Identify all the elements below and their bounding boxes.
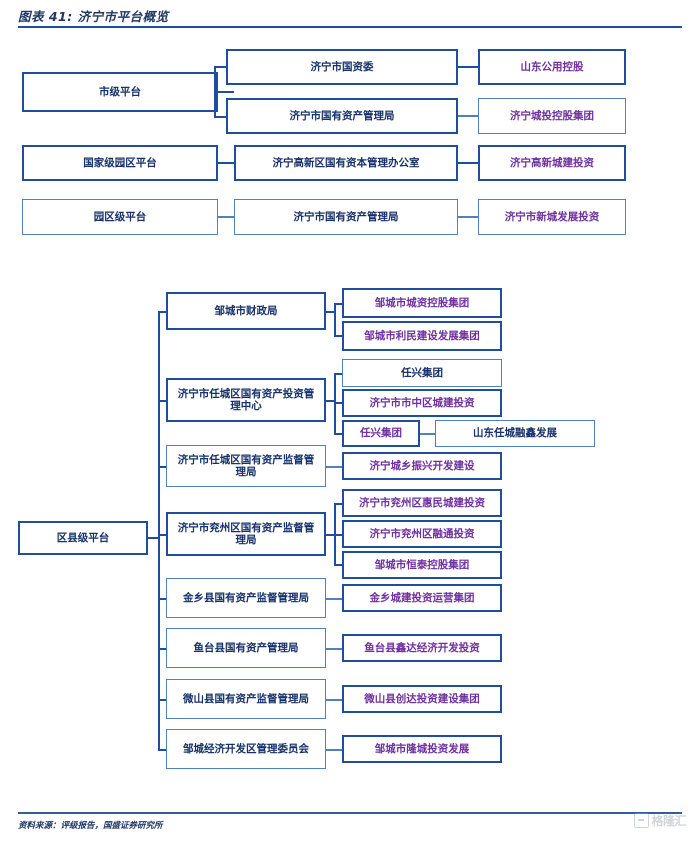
node-platform: 邹城市利民建设发展集团 bbox=[342, 321, 502, 351]
connector bbox=[334, 503, 342, 505]
connector bbox=[334, 564, 342, 566]
node-authority: 济宁市国资委 bbox=[226, 49, 458, 85]
connector bbox=[214, 66, 226, 68]
node-platform: 鱼台县鑫达经济开发投资 bbox=[342, 634, 502, 662]
connector bbox=[326, 466, 342, 468]
connector bbox=[158, 749, 166, 751]
node-authority: 微山县国有资产监督管理局 bbox=[166, 679, 326, 719]
connector bbox=[326, 648, 342, 650]
node-platform: 微山县创达投资建设集团 bbox=[342, 685, 502, 713]
node-platform: 任兴集团 bbox=[342, 359, 502, 387]
connector bbox=[158, 311, 166, 313]
connector bbox=[326, 749, 342, 751]
connector bbox=[214, 116, 226, 118]
node-platform: 济宁城乡振兴开发建设 bbox=[342, 452, 502, 480]
connector bbox=[218, 216, 234, 218]
node-authority: 鱼台县国有资产管理局 bbox=[166, 628, 326, 668]
connector bbox=[458, 216, 478, 218]
node-authority: 金乡县国有资产监督管理局 bbox=[166, 578, 326, 618]
node-authority: 邹城市财政局 bbox=[166, 292, 326, 330]
node-authority: 济宁市国有资产管理局 bbox=[234, 199, 458, 235]
node-platform: 济宁市兖州区融通投资 bbox=[342, 520, 502, 548]
connector bbox=[458, 66, 478, 68]
connector bbox=[458, 115, 478, 117]
node-platform: 邹城市恒泰控股集团 bbox=[342, 551, 502, 579]
node-platform: 济宁市兖州区惠民城建投资 bbox=[342, 489, 502, 517]
connector bbox=[326, 534, 336, 536]
connector bbox=[158, 466, 166, 468]
node-authority: 济宁高新区国有资本管理办公室 bbox=[234, 145, 458, 181]
node-platform: 任兴集团 bbox=[342, 420, 420, 447]
connector bbox=[218, 91, 234, 93]
watermark-label: 格隆汇 bbox=[651, 814, 686, 828]
connector bbox=[334, 402, 342, 404]
node-platform-child: 山东任城融鑫发展 bbox=[435, 420, 595, 447]
node-platform: 山东公用控股 bbox=[478, 49, 626, 85]
connector bbox=[326, 400, 336, 402]
connector bbox=[334, 433, 342, 435]
connector bbox=[326, 699, 342, 701]
node-platform: 济宁市市中区城建投资 bbox=[342, 389, 502, 417]
connector bbox=[334, 534, 342, 536]
connector bbox=[148, 537, 160, 539]
connector bbox=[326, 598, 342, 600]
node-platform: 金乡城建投资运营集团 bbox=[342, 584, 502, 612]
watermark-logo-icon bbox=[634, 813, 650, 828]
connector bbox=[326, 311, 336, 313]
connector bbox=[218, 162, 234, 164]
node-authority: 济宁市任城区国有资产投资管 理中心 bbox=[166, 378, 326, 422]
connector bbox=[334, 303, 336, 337]
node-platform: 邹城市城资控股集团 bbox=[342, 288, 502, 318]
node-authority: 济宁市兖州区国有资产监督管 理局 bbox=[166, 512, 326, 556]
title-divider bbox=[18, 26, 682, 28]
connector bbox=[458, 162, 478, 164]
connector bbox=[158, 598, 166, 600]
node-level-park: 园区级平台 bbox=[22, 199, 218, 235]
connector bbox=[214, 66, 216, 118]
footer-divider bbox=[18, 812, 682, 814]
connector bbox=[334, 335, 342, 337]
connector bbox=[334, 373, 336, 435]
connector bbox=[334, 373, 342, 375]
source-note: 资料来源：评级报告，国盛证券研究所 bbox=[18, 821, 163, 831]
node-authority: 济宁市国有资产管理局 bbox=[226, 98, 458, 134]
page-title: 图表 41: 济宁市平台概览 bbox=[18, 9, 169, 24]
connector bbox=[420, 433, 435, 435]
node-platform: 邹城市隆城投资发展 bbox=[342, 735, 502, 763]
watermark: 格隆汇 bbox=[634, 812, 686, 829]
connector bbox=[158, 699, 166, 701]
connector bbox=[158, 400, 166, 402]
connector bbox=[334, 303, 342, 305]
node-platform: 济宁城投控股集团 bbox=[478, 98, 626, 134]
node-authority: 济宁市任城区国有资产监督管 理局 bbox=[166, 445, 326, 487]
node-level-national-park: 国家级园区平台 bbox=[22, 145, 218, 181]
node-level-district: 区县级平台 bbox=[18, 521, 148, 555]
connector bbox=[158, 534, 166, 536]
node-level-city: 市级平台 bbox=[22, 72, 218, 112]
node-authority: 邹城经济开发区管理委员会 bbox=[166, 729, 326, 769]
node-platform: 济宁高新城建投资 bbox=[478, 145, 626, 181]
node-platform: 济宁市新城发展投资 bbox=[478, 199, 626, 235]
connector-spine bbox=[158, 311, 160, 751]
connector bbox=[158, 648, 166, 650]
